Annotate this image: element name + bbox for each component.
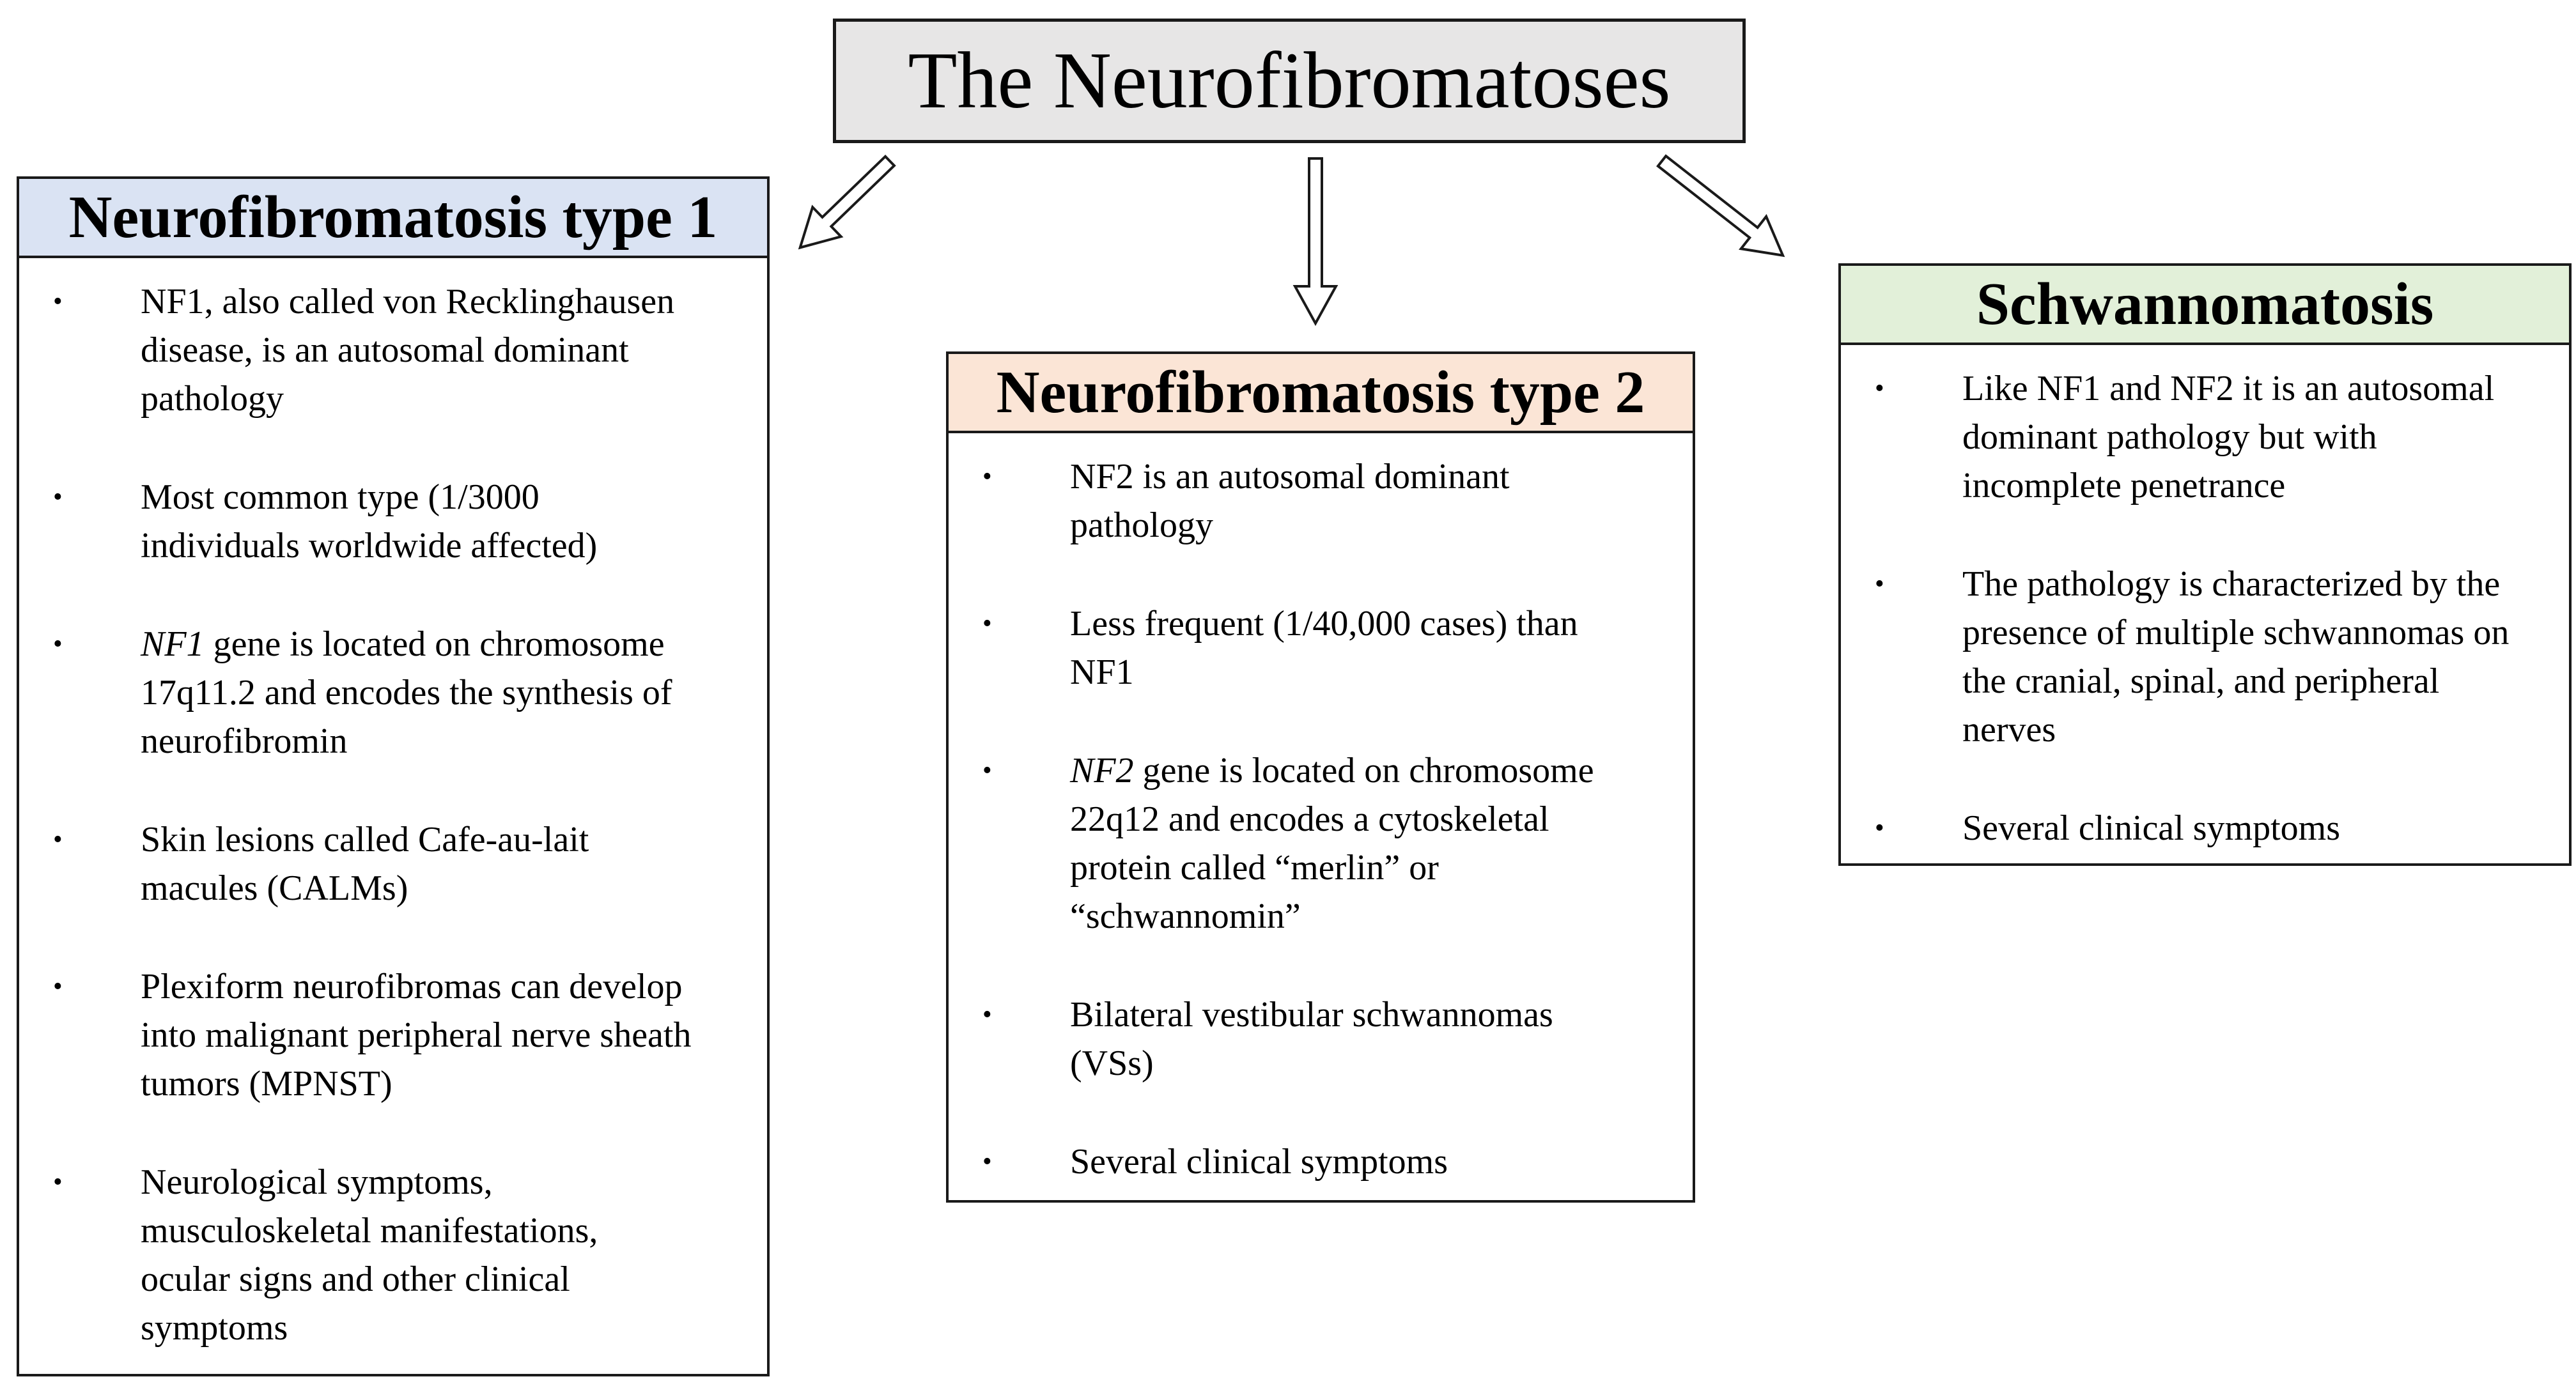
bullet-item: • Several clinical symptoms [1870, 804, 2556, 852]
diagram-title: The Neurofibromatoses [908, 36, 1671, 125]
bullet-dot: • [53, 287, 63, 316]
panel-header-nf2: Neurofibromatosis type 2 [946, 351, 1695, 433]
bullet-text: Neurological symptoms, musculoskeletal m… [141, 1162, 598, 1348]
arrow-left-icon [798, 154, 896, 250]
bullet-text: Several clinical symptoms [1962, 808, 2340, 848]
panel-title: Schwannomatosis [1976, 271, 2434, 337]
title-box: The Neurofibromatoses [833, 19, 1746, 143]
bullet-dot: • [982, 462, 992, 491]
bullet-item: • NF1 gene is located on chromosome 17q11… [48, 620, 754, 766]
bullet-item: • Bilateral vestibular schwannomas (VSs) [977, 990, 1680, 1088]
bullet-text: NF1, also called von Recklinghausen dise… [141, 282, 675, 419]
bullet-text: Several clinical symptoms [1070, 1142, 1448, 1182]
bullet-text: Bilateral vestibular schwannomas (VSs) [1070, 995, 1553, 1083]
bullet-item: • NF2 gene is located on chromosome 22q12… [977, 746, 1680, 941]
bullet-text: NF2 gene is located on chromosome 22q12 … [1070, 751, 1594, 936]
panel-header-schwannomatosis: Schwannomatosis [1838, 263, 2572, 345]
panel-neurofibromatosis-type-1: Neurofibromatosis type 1 • NF1, also call… [17, 176, 770, 1376]
bullet-dot: • [53, 1167, 63, 1197]
bullet-dot: • [1875, 813, 1884, 843]
bullet-dot: • [53, 825, 63, 854]
panel-body-nf2: •NF2 is an autosomal dominant pathology•… [946, 433, 1695, 1203]
bullet-dot: • [982, 609, 992, 638]
bullet-text: Most common type (1/3000 individuals wor… [141, 477, 598, 566]
bullet-text: Like NF1 and NF2 it is an autosomal domi… [1962, 369, 2495, 505]
arrow-right-icon [1656, 154, 1785, 258]
bullet-item: • The pathology is characterized by the p… [1870, 560, 2556, 754]
bullet-text: Plexiform neurofibromas can develop into… [141, 967, 692, 1104]
bullet-item: • NF1, also called von Recklinghausen dis… [48, 277, 754, 423]
arrow-down-icon [1292, 157, 1338, 327]
panel-title: Neurofibromatosis type 2 [996, 359, 1645, 426]
bullet-dot: • [53, 972, 63, 1001]
bullet-text: Skin lesions called Cafe-au-lait macules… [141, 820, 589, 908]
bullet-text: NF1 gene is located on chromosome 17q11.… [141, 624, 672, 761]
bullet-item: • Several clinical symptoms [977, 1137, 1680, 1186]
panel-body-nf1: • NF1, also called von Recklinghausen dis… [17, 258, 770, 1376]
bullet-item: • Neurological symptoms, musculoskeletal … [48, 1158, 754, 1352]
panel-body-schwannomatosis: • Like NF1 and NF2 it is an autosomal dom… [1838, 345, 2572, 866]
bullet-dot: • [982, 1147, 992, 1176]
panel-neurofibromatosis-type-2: Neurofibromatosis type 2 • NF2 is an auto… [946, 351, 1695, 1203]
bullet-dot: • [1875, 569, 1884, 599]
bullet-dot: • [1875, 374, 1884, 403]
bullet-text: The pathology is characterized by the pr… [1962, 564, 2510, 750]
bullet-item: • NF2 is an autosomal dominant pathology [977, 452, 1680, 550]
bullet-item: • Most common type (1/3000 individuals wo… [48, 473, 754, 570]
bullet-item: • Less frequent (1/40,000 cases) than NF1 [977, 599, 1680, 697]
bullet-text: NF2 is an autosomal dominant pathology [1070, 457, 1510, 545]
bullet-item: • Like NF1 and NF2 it is an autosomal dom… [1870, 364, 2556, 510]
bullet-dot: • [53, 482, 63, 512]
bullet-dot: • [982, 1000, 992, 1029]
panel-schwannomatosis: Schwannomatosis • Like NF1 and NF2 it is … [1838, 263, 2572, 866]
bullet-text: Less frequent (1/40,000 cases) than NF1 [1070, 604, 1578, 692]
bullet-item: • Skin lesions called Cafe-au-lait macule… [48, 815, 754, 913]
bullet-dot: • [53, 629, 63, 659]
panel-header-nf1: Neurofibromatosis type 1 [17, 176, 770, 258]
panel-title: Neurofibromatosis type 1 [68, 184, 718, 250]
bullet-dot: • [982, 756, 992, 785]
bullet-item: • Plexiform neurofibromas can develop int… [48, 962, 754, 1108]
